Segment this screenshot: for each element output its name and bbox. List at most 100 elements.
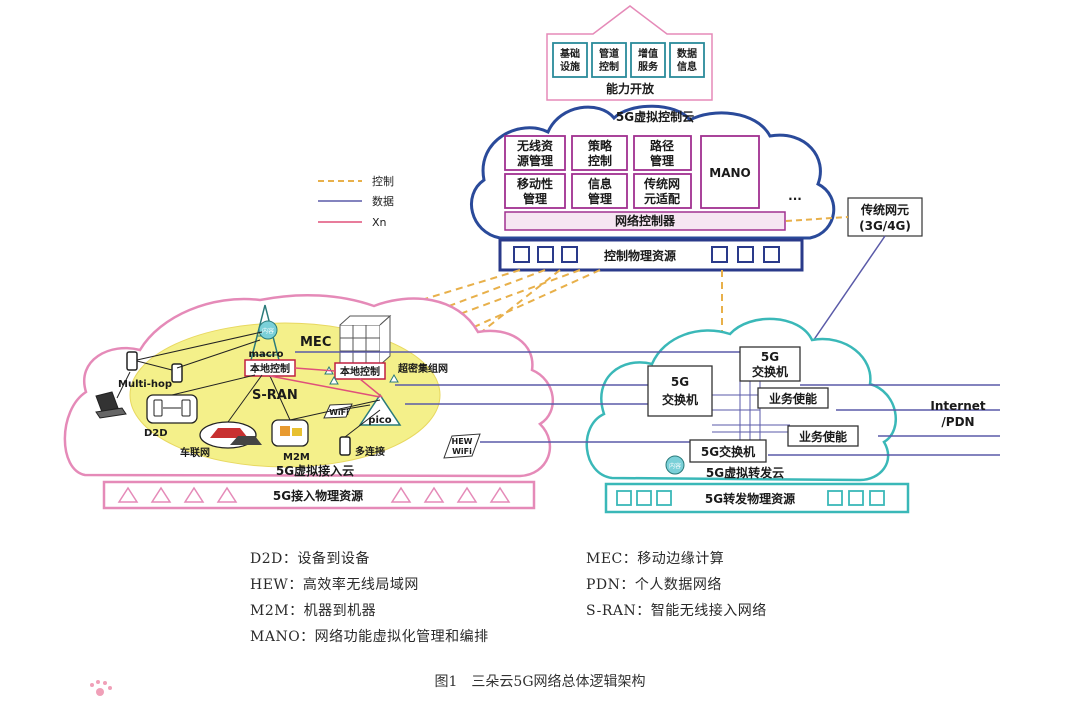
control-func-0: 无线资 源管理 [504,135,566,171]
m2m-label: M2M [283,452,310,463]
svg-text:Internet: Internet [930,399,985,413]
svg-text:管理: 管理 [650,153,674,168]
open-capability-group: 基础 设施 管道 控制 增值 服务 数据 信息 能力开放 [546,5,713,101]
svg-text:管理: 管理 [588,191,612,206]
glossary-s-ran: S-RAN：智能无线接入网络 [586,603,767,619]
control-cloud-title: 5G虚拟控制云 [616,109,694,124]
svg-text:5G: 5G [761,350,779,364]
control-func-2: 路径 管理 [633,135,692,171]
svg-text:(3G/4G): (3G/4G) [859,219,911,233]
capability-box-3: 数据 信息 [669,42,705,78]
content-icon-forward: 内容 [665,455,685,475]
svg-text:5G交换机: 5G交换机 [701,444,755,459]
svg-text:无线资: 无线资 [516,138,553,153]
forward-internal-links [712,380,790,440]
svg-text:数据: 数据 [677,47,697,60]
svg-text:元适配: 元适配 [644,191,680,206]
hew-wifi-icon: HEW WiFi [443,433,481,459]
svg-text:传统网: 传统网 [643,176,680,191]
svg-text:传统网元: 传统网元 [860,202,909,217]
control-func-3: 移动性 管理 [504,173,566,209]
ultra-dense-label: 超密集组网 [397,362,448,375]
svg-text:管理: 管理 [523,191,547,206]
svg-text:控制: 控制 [588,153,612,168]
svg-text:pico: pico [368,415,392,426]
access-physical-bar: 5G接入物理资源 [102,480,536,510]
control-func-4: 信息 管理 [571,173,628,209]
network-controller-bar: 网络控制器 [504,211,786,231]
access-cloud-title: 5G虚拟接入云 [276,463,354,478]
glossary-mec: MEC：移动边缘计算 [586,551,725,567]
svg-text:路径: 路径 [650,138,674,153]
svg-text:控制物理资源: 控制物理资源 [604,248,676,263]
svg-text:业务使能: 业务使能 [799,429,847,444]
local-control-box-1: 本地控制 [244,359,296,377]
svg-text:5G转发物理资源: 5G转发物理资源 [705,491,795,506]
glossary-m2m: M2M：机器到机器 [250,603,377,619]
access-cloud: 内容 MEC macro 本地控制 本地控制 超密集组网 S-RAN [63,293,554,510]
svg-text:信息: 信息 [588,176,612,191]
ultra-dense-building [339,314,392,366]
paw-watermark-icon [90,680,112,696]
svg-text:源管理: 源管理 [517,153,553,168]
svg-text:MANO: MANO [709,166,750,180]
forward-physical-bar: 5G转发物理资源 [604,482,910,514]
control-cloud: 5G虚拟控制云 无线资 源管理 策略 控制 路径 管理 移动性 管理 信息 管理 [469,104,836,272]
svg-text:网络控制器: 网络控制器 [615,213,676,228]
svg-text:交换机: 交换机 [662,392,698,407]
svg-text:管道: 管道 [599,47,619,60]
svg-text:服务: 服务 [638,60,659,73]
service-enabler-1: 业务使能 [757,387,829,409]
legend-xn-label: Xn [372,216,387,229]
d2d-label: D2D [144,428,168,439]
svg-text:WiFi: WiFi [452,447,472,456]
phone-icons [126,351,351,456]
multi-connection-label: 多连接 [355,445,385,458]
svg-text:本地控制: 本地控制 [340,365,380,378]
control-func-5: 传统网 元适配 [633,173,692,209]
legend: 控制 数据 Xn [318,174,394,229]
svg-text:信息: 信息 [677,60,697,73]
svg-text:内容: 内容 [262,327,274,335]
multihop-label: Multi-hop [118,379,172,390]
open-capability-label: 能力开放 [606,81,655,96]
control-func-1: 策略 控制 [571,135,628,171]
forward-cloud: 5G 交换机 5G 交换机 业务使能 业务使能 5G交换机 内容 5G虚拟转发云 [295,317,1000,514]
svg-text:WiFi: WiFi [329,408,349,417]
svg-text:业务使能: 业务使能 [769,391,817,406]
legacy-network-element: 传统网元 (3G/4G) [847,197,923,237]
svg-text:内容: 内容 [669,462,681,470]
glossary-pdn: PDN：个人数据网络 [586,577,722,593]
mano-box: MANO [700,135,760,209]
service-enabler-2: 业务使能 [787,425,859,447]
car-icon [199,421,262,449]
internet-pdn: Internet /PDN [930,399,985,429]
figure-caption: 图1 三朵云5G网络总体逻辑架构 [434,674,646,690]
data-links [295,351,1000,456]
d2d-icon [146,394,198,424]
xn-links [269,367,383,398]
legend-data-label: 数据 [372,194,394,208]
local-control-box-2: 本地控制 [334,362,386,380]
svg-text:5G接入物理资源: 5G接入物理资源 [273,488,363,503]
capability-box-1: 管道 控制 [591,42,627,78]
forward-cloud-title: 5G虚拟转发云 [706,465,784,480]
svg-text:交换机: 交换机 [752,364,788,379]
svg-text:5G: 5G [671,375,689,389]
glossary-hew: HEW：高效率无线局域网 [250,577,419,593]
glossary-d2d: D2D：设备到设备 [250,551,370,567]
svg-text:控制: 控制 [599,60,619,73]
legend-control-label: 控制 [372,174,394,188]
switch-b: 5G 交换机 [739,346,801,382]
capability-box-2: 增值 服务 [630,42,666,78]
v2x-label: 车联网 [180,446,210,459]
switch-a: 5G 交换机 [647,365,713,417]
radio-links [116,331,381,438]
svg-text:增值: 增值 [638,47,658,60]
m2m-icon [271,419,309,447]
mec-label: MEC [300,335,331,350]
capability-box-0: 基础 设施 [552,42,588,78]
svg-text:移动性: 移动性 [517,176,553,191]
control-physical-bar: 控制物理资源 [498,238,804,272]
